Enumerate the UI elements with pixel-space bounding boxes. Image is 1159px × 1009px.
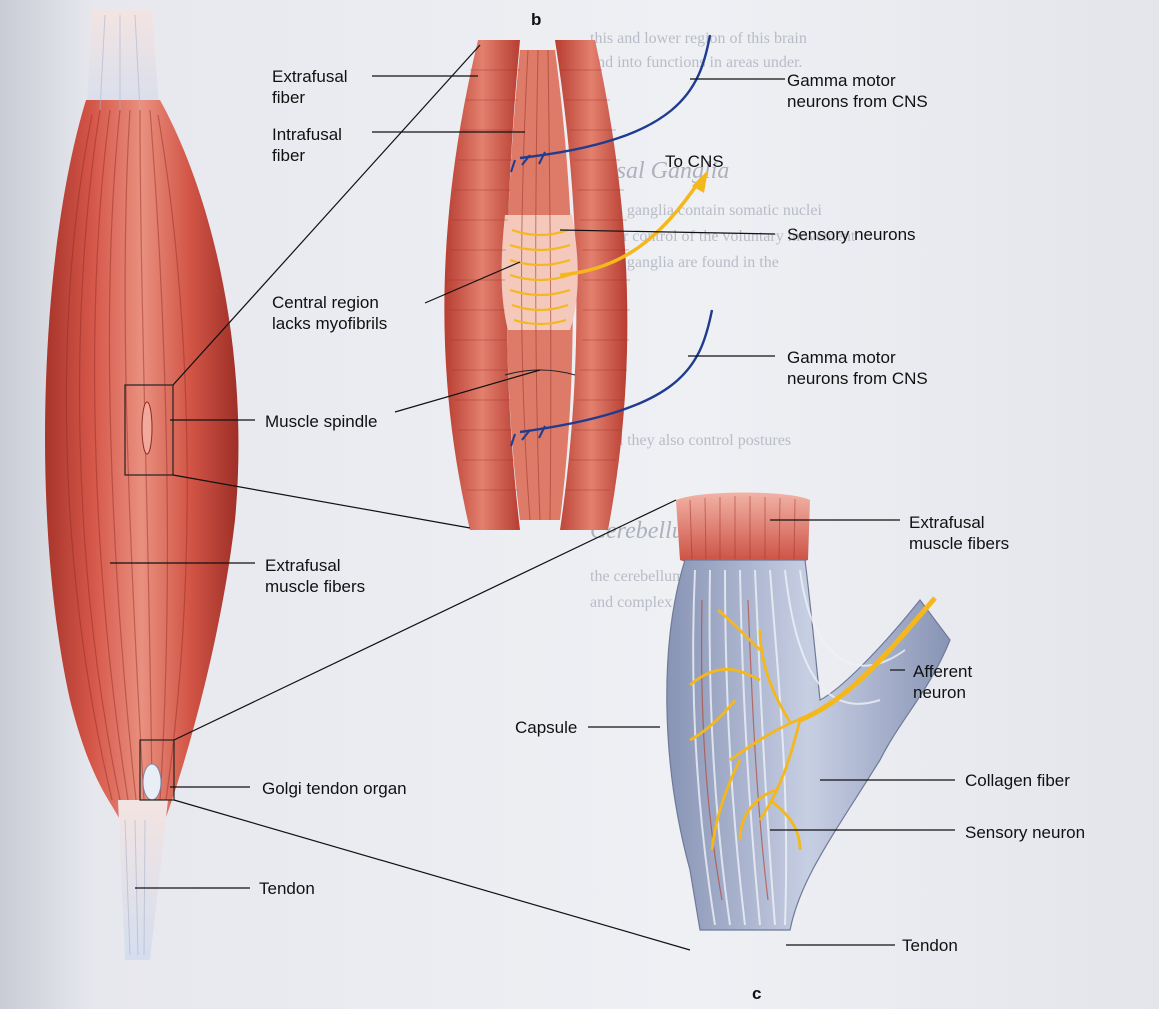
- label-afferent-neuron: Afferent neuron: [913, 661, 972, 703]
- panel-label-b: b: [531, 10, 541, 30]
- label-muscle-spindle: Muscle spindle: [265, 411, 377, 432]
- label-to-cns: To CNS: [665, 151, 724, 172]
- label-central-region: Central region lacks myofibrils: [272, 292, 387, 334]
- muscle-spindle-panel: [444, 35, 712, 530]
- label-tendon-right: Tendon: [902, 935, 958, 956]
- label-sensory-neuron: Sensory neuron: [965, 822, 1085, 843]
- golgi-tendon-organ-panel: [667, 493, 950, 931]
- label-sensory-neurons: Sensory neurons: [787, 224, 916, 245]
- label-golgi-tendon-organ: Golgi tendon organ: [262, 778, 407, 799]
- label-collagen-fiber: Collagen fiber: [965, 770, 1070, 791]
- panel-label-c: c: [752, 984, 761, 1004]
- whole-muscle: [45, 10, 238, 960]
- label-intrafusal-fiber: Intrafusal fiber: [272, 124, 342, 166]
- label-extrafusal-muscle-right: Extrafusal muscle fibers: [909, 512, 1009, 554]
- label-gamma-motor-top: Gamma motor neurons from CNS: [787, 70, 928, 112]
- label-extrafusal-fiber: Extrafusal fiber: [272, 66, 348, 108]
- label-tendon-left: Tendon: [259, 878, 315, 899]
- label-extrafusal-muscle-left: Extrafusal muscle fibers: [265, 555, 365, 597]
- label-gamma-motor-bottom: Gamma motor neurons from CNS: [787, 347, 928, 389]
- label-capsule: Capsule: [515, 717, 577, 738]
